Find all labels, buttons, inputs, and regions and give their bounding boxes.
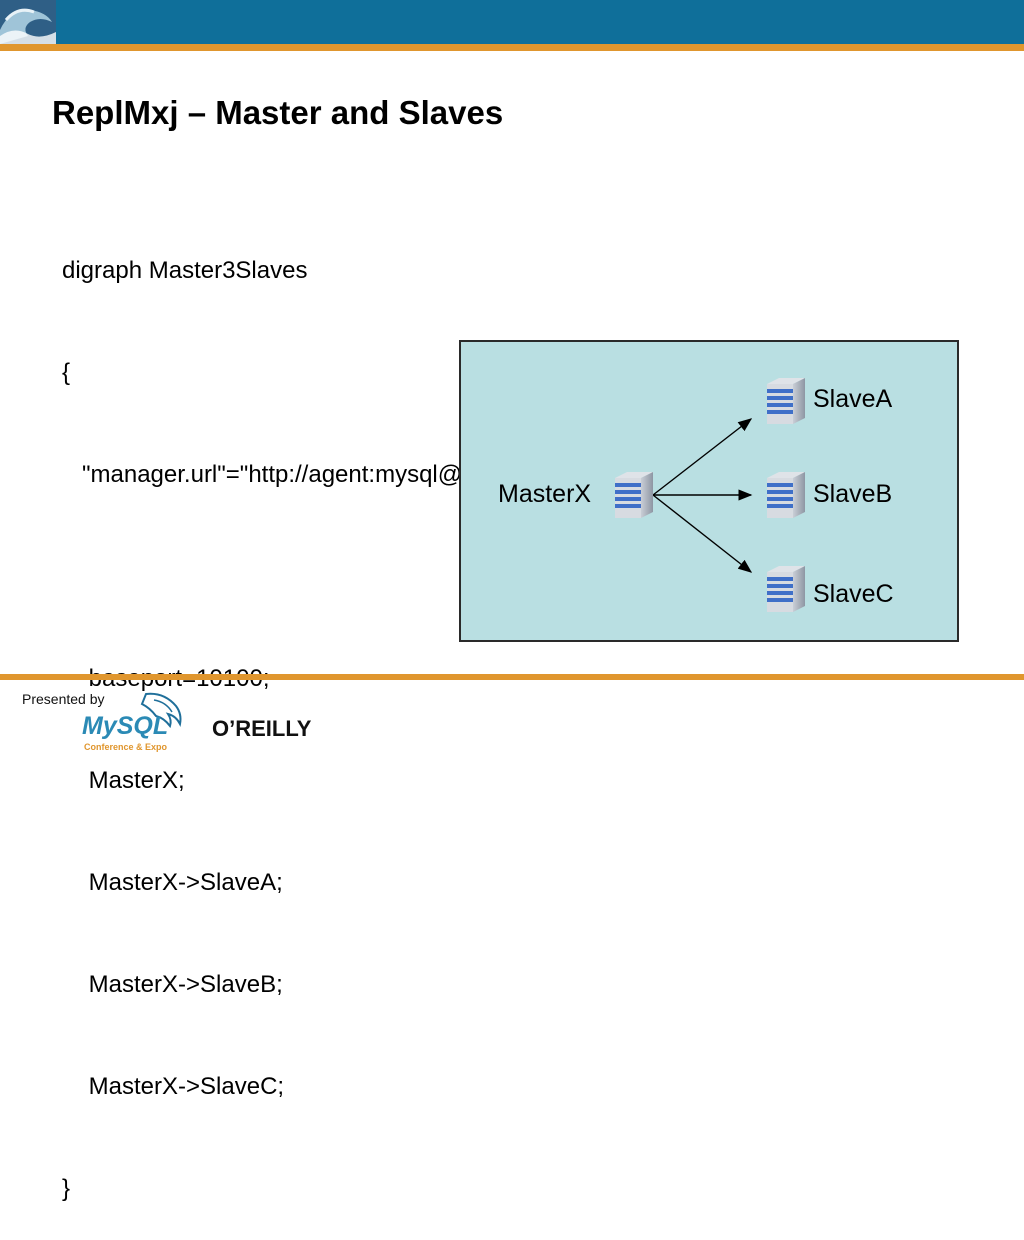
presented-by-label: Presented by [22,691,105,707]
header-bar [0,0,1024,44]
code-line: } [62,1175,71,1202]
footer-stripe [0,674,1024,680]
mysql-conference-subtitle: Conference & Expo [84,742,168,752]
mysql-wordmark: MySQL [82,712,169,740]
replication-diagram: MasterX SlaveA SlaveB SlaveC [459,340,959,642]
code-line: digraph Master3Slaves [62,257,308,284]
code-line: MasterX->SlaveC; [62,1073,285,1100]
slave-c-server-icon [767,566,805,612]
master-server-icon [615,472,653,518]
code-line: { [62,359,71,386]
arrow-to-slave-c [652,494,753,573]
master-label: MasterX [498,480,592,508]
oreilly-logo: O’REILLY [212,716,312,741]
wave-image [0,0,56,44]
diagram-arrows [652,418,753,573]
mysql-conference-logo: MySQL Conference & Expo [80,690,190,756]
slave-a-label: SlaveA [813,385,893,413]
code-line: MasterX->SlaveB; [62,971,283,998]
code-line: MasterX->SlaveA; [62,869,283,896]
slave-a-server-icon [767,378,805,424]
dolphin-icon [140,692,182,729]
slave-b-label: SlaveB [813,480,893,508]
arrow-to-slave-a [652,418,753,496]
slave-b-server-icon [767,472,805,518]
slave-c-label: SlaveC [813,580,894,608]
header-stripe [0,44,1024,51]
code-line: MasterX; [62,767,185,794]
page-title: ReplMxj – Master and Slaves [52,94,504,131]
